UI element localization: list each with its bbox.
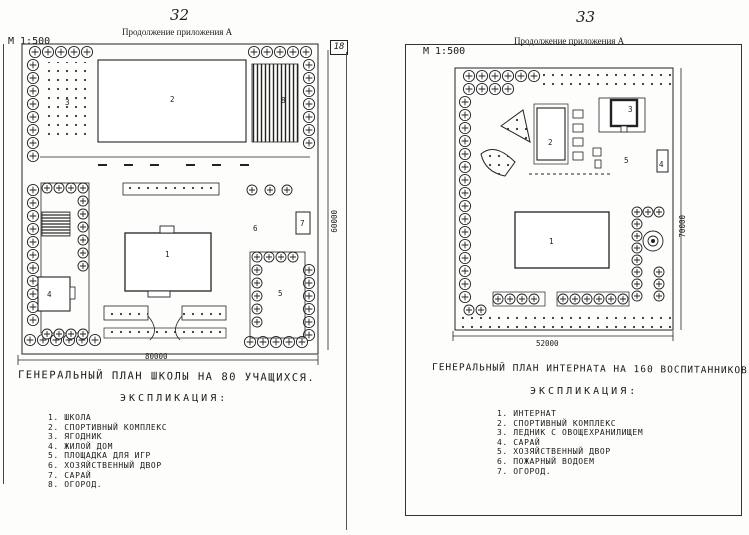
left-dim-width: 80000 [145,352,168,361]
boarding-school-site-plan [452,67,682,341]
right-label-5: 5 [624,156,629,165]
left-continuation-note: Продолжение приложения А [122,27,233,37]
zone-2-boarding-sport-complex [536,107,566,161]
left-sheet-right-edge [346,52,347,530]
right-dim-height: 70000 [678,215,687,238]
left-label-6: 6 [253,224,258,233]
left-legend-item: 2. СПОРТИВНЫЙ КОМПЛЕКС [48,422,168,432]
flowerbed-bottom-right [181,305,227,321]
small-plots [572,109,602,169]
boarding-tree-row-top [462,69,541,96]
left-legend-item: 6. ХОЗЯЙСТВЕННЫЙ ДВОР [48,460,162,470]
left-label-4: 4 [47,290,52,299]
right-legend-item: 3. ЛЕДНИК С ОВОЩЕХРАНИЛИЩЕМ [497,428,644,438]
left-dim-height: 60000 [330,210,339,233]
right-label-2: 2 [548,138,553,147]
left-label-8: 8 [281,96,286,105]
triangle-flowerbed [500,109,531,143]
boarding-tree-row-bottom [463,293,629,316]
left-label-1: 1 [165,250,170,259]
playground-trees [251,251,299,328]
left-legend-item: 3. ЯГОДНИК [48,432,103,442]
zone-5-playground [249,251,306,339]
right-label-1: 1 [549,237,554,246]
zone-7-shed [295,211,311,235]
right-legend-item: 5. ХОЗЯЙСТВЕННЫЙ ДВОР [497,447,611,457]
boarding-tree-row-left [458,95,472,304]
flowerbed-bottom-left [103,305,149,321]
flowerbed-top [122,182,220,196]
left-label-2: 2 [170,95,175,104]
boarding-site-boundary [454,67,674,331]
right-legend-item: 1. ИНТЕРНАТ [497,409,557,418]
zone-1-school [124,232,212,292]
right-label-3: 3 [628,105,633,114]
left-legend-item: 5. ПЛОЩАДКА ДЛЯ ИГР [48,451,151,461]
striped-bed [41,211,71,237]
zone-4-boarding-shed [656,149,669,173]
left-sheet-tag: 18 [330,40,348,55]
right-label-4: 4 [659,160,664,169]
tree-row-left [26,58,40,327]
road-dashes [98,164,249,166]
flowerbed-bottom-strip [103,327,227,339]
right-continuation-note: Продолжение приложения А [514,36,625,46]
zone-6-trees [246,184,293,196]
left-legend-item: 1. ШКОЛА [48,413,92,422]
right-dim-width: 52000 [536,339,559,348]
right-legend-list: 1. ИНТЕРНАТ 2. СПОРТИВНЫЙ КОМПЛЕКС 3. ЛЕ… [497,409,643,476]
boarding-tree-row-right [631,206,665,302]
right-legend-item: 7. ОГОРОД. [497,466,552,476]
right-legend-item: 6. ПОЖАРНЫЙ ВОДОЕМ [497,456,595,466]
right-legend-item: 2. СПОРТИВНЫЙ КОМПЛЕКС [497,418,617,428]
right-sheet-frame [405,44,742,516]
zone-6-fire-pond [642,230,664,252]
left-label-7: 7 [300,219,305,228]
zone-8-vegetable-garden [251,63,299,143]
left-fenced-block [40,182,90,334]
zone-3-berry-garden [45,62,93,140]
school-site-boundary [21,43,319,355]
bottom-dotted-strip [457,315,671,328]
zone-4-house [37,276,71,312]
left-scale: М 1:500 [8,36,51,47]
left-plan-title: ГЕНЕРАЛЬНЫЙ ПЛАН ШКОЛЫ НА 80 УЧАЩИХСЯ. [17,369,316,385]
left-explication-heading: ЭКСПЛИКАЦИЯ: [120,393,229,404]
left-block-trees [41,182,89,340]
left-legend-item: 8. ОГОРОД. [48,480,103,490]
zone-2-sport-complex [97,59,247,143]
left-legend-item: 4. ЖИЛОЙ ДОМ [48,441,113,451]
right-scale: М 1:500 [423,46,466,57]
school-site-plan [17,43,329,365]
left-label-5: 5 [278,289,283,298]
left-label-3: 3 [65,98,70,107]
zone-1-boarding-school [514,211,610,269]
right-page-number: 33 [576,8,596,26]
left-page-margin-line [3,44,4,484]
left-legend-list: 1. ШКОЛА 2. СПОРТИВНЫЙ КОМПЛЕКС 3. ЯГОДН… [48,413,167,490]
tree-row-top [28,45,313,59]
top-dotted-strip [539,70,671,86]
left-page-number: 32 [170,6,190,24]
left-legend-item: 7. САРАЙ [48,470,92,480]
right-legend-item: 4. САРАЙ [497,437,541,447]
curved-flowerbed [480,149,516,177]
right-explication-heading: ЭКСПЛИКАЦИЯ: [530,386,639,397]
